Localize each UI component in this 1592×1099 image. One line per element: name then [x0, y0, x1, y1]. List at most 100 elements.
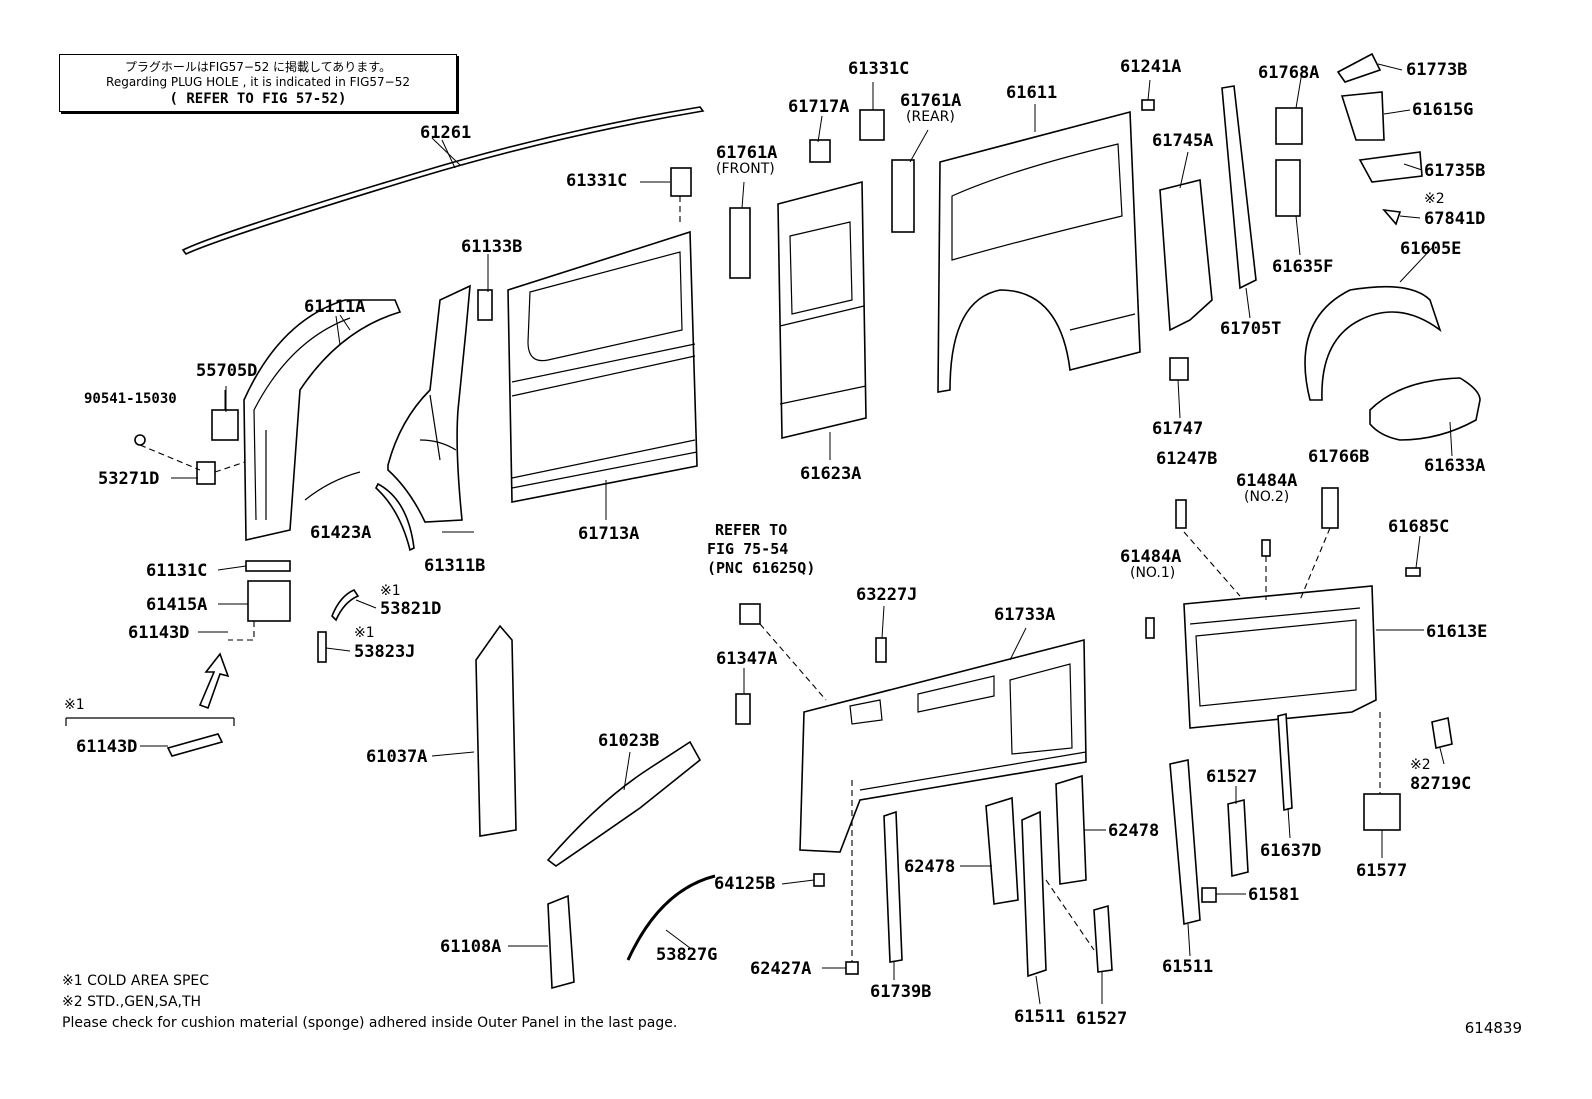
- part-label-53271D[interactable]: 53271D: [98, 469, 160, 489]
- part-label-61331C-top[interactable]: 61331C: [848, 59, 910, 79]
- part-label-61415A[interactable]: 61415A: [146, 595, 208, 615]
- footnote-cold-area: ※1 COLD AREA SPEC: [62, 973, 210, 989]
- part-label-61331C[interactable]: 61331C: [566, 171, 628, 191]
- part-label-61761A-front[interactable]: 61761A: [716, 143, 778, 163]
- part-61635F-drawing: [1275, 159, 1301, 217]
- part-label-61761A-rear[interactable]: 61761A: [900, 91, 962, 111]
- part-61581-drawing: [1201, 887, 1217, 903]
- part-label-61527-lower[interactable]: 61527: [1076, 1009, 1128, 1029]
- part-label-61484A-no1[interactable]: 61484A: [1120, 547, 1182, 567]
- part-61484A-no1-drawing: [1145, 617, 1155, 639]
- part-61247B-drawing: [1175, 499, 1187, 529]
- part-label-61747[interactable]: 61747: [1152, 419, 1204, 439]
- part-53821D-drawing: [331, 589, 360, 622]
- part-label-61261[interactable]: 61261: [420, 123, 472, 143]
- part-61766B-drawing: [1321, 487, 1339, 529]
- part-61527-a-drawing: [1227, 798, 1249, 878]
- part-label-53823J[interactable]: 53823J: [354, 642, 416, 662]
- part-label-61511-lower[interactable]: 61511: [1014, 1007, 1066, 1027]
- part-label-64125B[interactable]: 64125B: [714, 874, 776, 894]
- part-61143D-link-drawing: [228, 621, 255, 641]
- part-label-61739B[interactable]: 61739B: [870, 982, 932, 1002]
- part-label-61717A[interactable]: 61717A: [788, 97, 850, 117]
- part-61143D-b-drawing: [166, 733, 224, 757]
- part-62478-b-drawing: [1055, 774, 1087, 885]
- figure-number: 614839: [1464, 1019, 1522, 1037]
- part-61261-drawing: [181, 106, 705, 256]
- part-label-61705T[interactable]: 61705T: [1220, 319, 1282, 339]
- part-63227J-drawing: [875, 637, 887, 663]
- part-label-61133B[interactable]: 61133B: [461, 237, 523, 257]
- part-label-61037A[interactable]: 61037A: [366, 747, 428, 767]
- part-61745A-drawing: [1159, 178, 1213, 332]
- part-61423A-drawing: [375, 482, 415, 552]
- plug-hole-note: プラグホールはFIG57−52 に掲載してあります。 Regarding PLU…: [59, 54, 457, 112]
- part-label-62478-left[interactable]: 62478: [904, 857, 956, 877]
- mark-2-67841D: ※2: [1424, 191, 1445, 207]
- part-label-61635F[interactable]: 61635F: [1272, 257, 1334, 277]
- part-label-90541-15030[interactable]: 90541-15030: [84, 391, 177, 407]
- leader-lines: [140, 63, 1453, 1005]
- arrow-up-drawing: [198, 652, 230, 710]
- part-label-61023B[interactable]: 61023B: [598, 731, 660, 751]
- part-label-61768A[interactable]: 61768A: [1258, 63, 1320, 83]
- part-61685C-drawing: [1405, 567, 1421, 577]
- part-53271D-drawing: [134, 434, 246, 485]
- part-label-61143D[interactable]: 61143D: [128, 623, 190, 643]
- refer-line-1: REFER TO: [715, 521, 788, 539]
- part-label-61527-upper[interactable]: 61527: [1206, 767, 1258, 787]
- part-label-67841D[interactable]: 67841D: [1424, 209, 1486, 229]
- part-label-61745A[interactable]: 61745A: [1152, 131, 1214, 151]
- part-55705D-drawing: [211, 390, 239, 441]
- part-label-61611[interactable]: 61611: [1006, 83, 1058, 103]
- part-61111A-drawing: [243, 299, 402, 541]
- part-label-61623A[interactable]: 61623A: [800, 464, 862, 484]
- part-label-61577[interactable]: 61577: [1356, 861, 1408, 881]
- part-label-61581[interactable]: 61581: [1248, 885, 1300, 905]
- part-label-61733A[interactable]: 61733A: [994, 605, 1056, 625]
- part-label-61735B[interactable]: 61735B: [1424, 161, 1486, 181]
- refer-line-2: FIG 75-54: [707, 540, 789, 558]
- part-label-61766B[interactable]: 61766B: [1308, 447, 1370, 467]
- part-61773B-drawing: [1336, 52, 1382, 83]
- part-label-61633A[interactable]: 61633A: [1424, 456, 1486, 476]
- part-label-61685C[interactable]: 61685C: [1388, 517, 1450, 537]
- part-label-61484A-no2[interactable]: 61484A: [1236, 471, 1298, 491]
- part-label-61773B[interactable]: 61773B: [1406, 60, 1468, 80]
- part-label-61247B[interactable]: 61247B: [1156, 449, 1218, 469]
- part-label-61423A[interactable]: 61423A: [310, 523, 372, 543]
- part-label-62478-right[interactable]: 62478: [1108, 821, 1160, 841]
- part-label-61143D-cold[interactable]: 61143D: [76, 737, 138, 757]
- part-label-61131C[interactable]: 61131C: [146, 561, 208, 581]
- footnote-std: ※2 STD.,GEN,SA,TH: [62, 994, 202, 1010]
- part-label-61111A[interactable]: 61111A: [304, 297, 366, 317]
- part-61527-b-drawing: [1093, 904, 1113, 973]
- part-label-61713A[interactable]: 61713A: [578, 524, 640, 544]
- note-line-japanese: プラグホールはFIG57−52 に掲載してあります。: [124, 60, 392, 74]
- part-61415A-drawing: [247, 580, 291, 622]
- part-label-61108A[interactable]: 61108A: [440, 937, 502, 957]
- mark-1-53821D: ※1: [380, 583, 401, 599]
- part-label-61613E[interactable]: 61613E: [1426, 622, 1488, 642]
- part-53823J-drawing: [317, 631, 327, 663]
- part-label-61511-right[interactable]: 61511: [1162, 957, 1214, 977]
- part-label-61605E[interactable]: 61605E: [1400, 239, 1462, 259]
- part-label-61311B[interactable]: 61311B: [424, 556, 486, 576]
- part-61637D-drawing: [1277, 712, 1293, 812]
- part-61331C-a-drawing: [670, 167, 692, 197]
- part-61131C-drawing: [245, 560, 291, 572]
- part-label-63227J[interactable]: 63227J: [856, 585, 918, 605]
- part-label-62427A[interactable]: 62427A: [750, 959, 812, 979]
- part-61311B-drawing: [387, 284, 471, 523]
- part-61423A-trim-drawing: [304, 471, 361, 501]
- part-label-61637D[interactable]: 61637D: [1260, 841, 1322, 861]
- part-label-61241A[interactable]: 61241A: [1120, 57, 1182, 77]
- part-label-53821D[interactable]: 53821D: [380, 599, 442, 619]
- part-label-61615G[interactable]: 61615G: [1412, 100, 1474, 120]
- part-label-53827G[interactable]: 53827G: [656, 945, 718, 965]
- part-label-55705D[interactable]: 55705D: [196, 361, 258, 381]
- part-61717A-drawing: [809, 139, 831, 163]
- part-61108A-drawing: [547, 894, 575, 990]
- part-label-61347A[interactable]: 61347A: [716, 649, 778, 669]
- part-label-82719C[interactable]: 82719C: [1410, 774, 1472, 794]
